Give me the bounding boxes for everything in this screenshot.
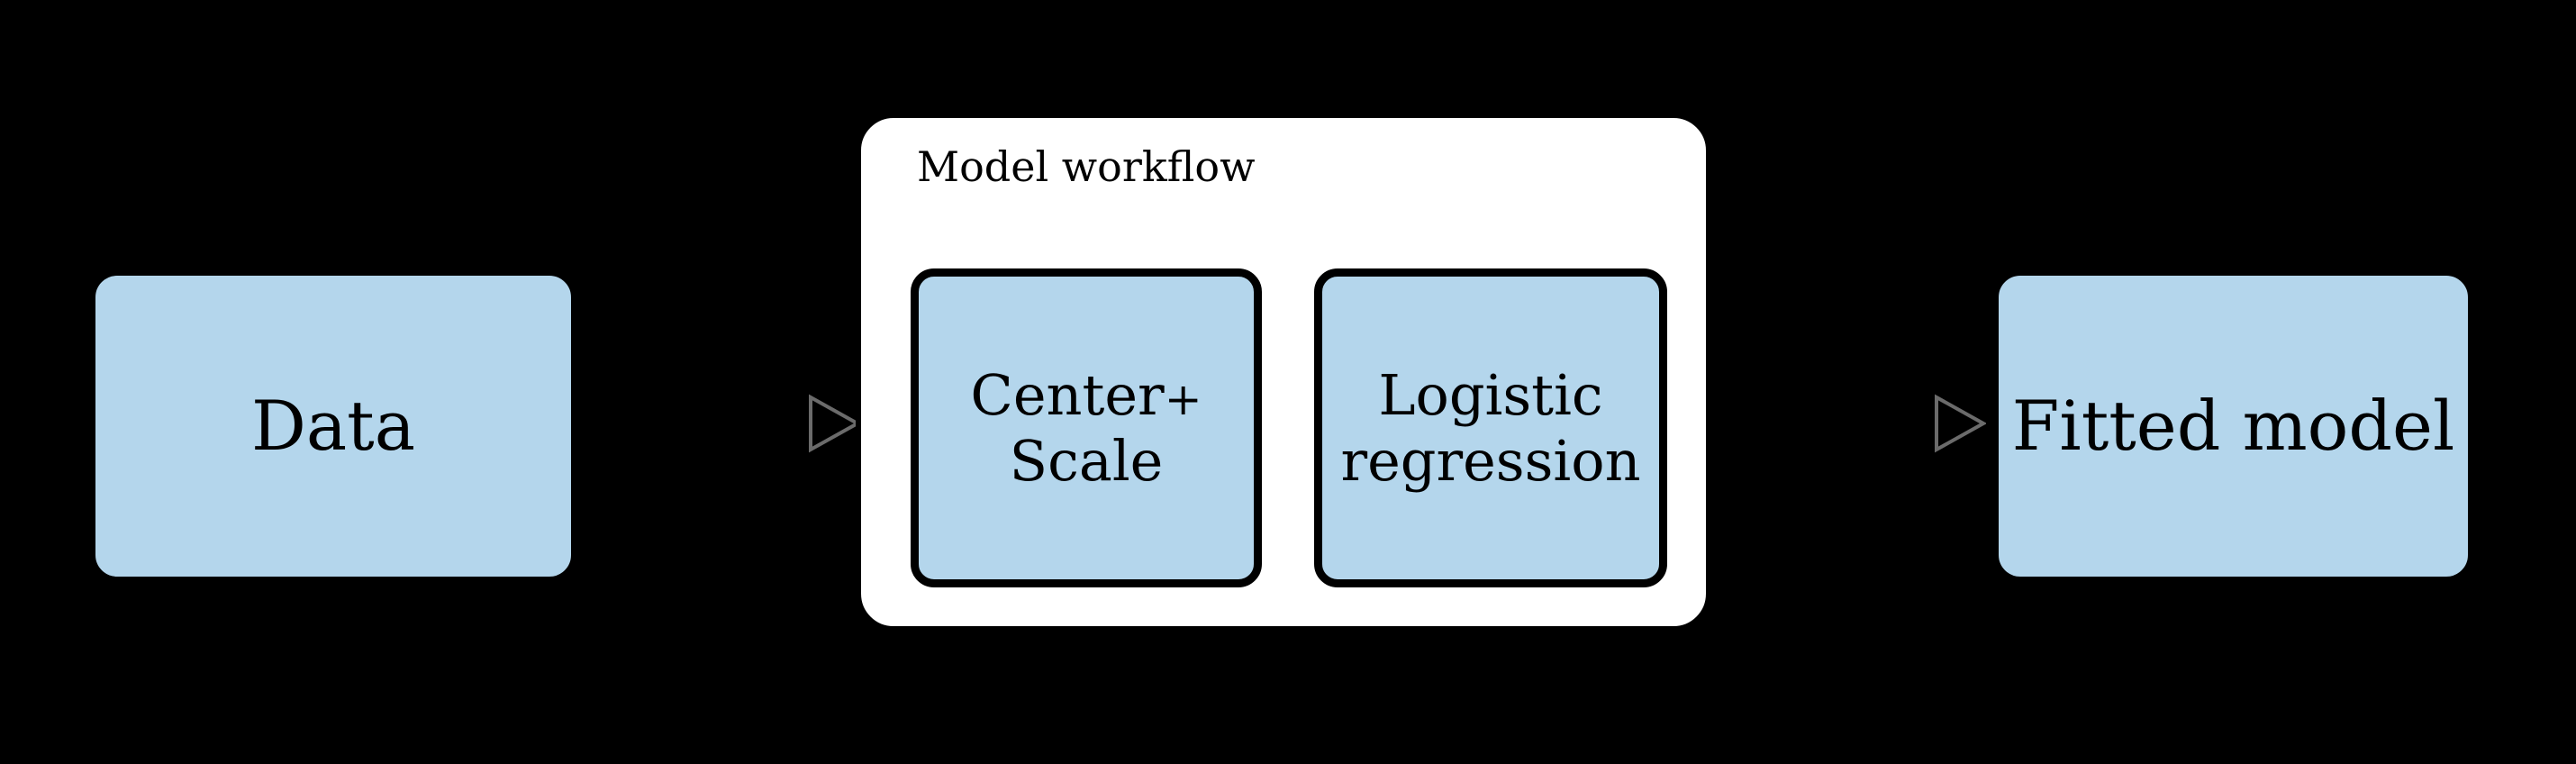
node-data-label: Data (250, 386, 416, 467)
step-logistic-regression-label: Logistic regression (1340, 362, 1640, 494)
triangle-right-icon (809, 394, 862, 453)
arrow-right-icon-workflow-to-fitted (1932, 394, 1988, 453)
step-center-scale-plus: + (1164, 372, 1202, 425)
step-logistic-regression[interactable]: Logistic regression (1314, 268, 1667, 587)
step-center-scale-line1: Center (970, 361, 1165, 428)
step-center-scale[interactable]: Center+ Scale (911, 268, 1262, 587)
node-data[interactable]: Data (90, 270, 576, 582)
step-logistic-regression-line1: Logistic (1378, 361, 1603, 428)
arrow-right-icon-data-to-workflow (806, 394, 862, 453)
step-center-scale-label: Center+ Scale (970, 362, 1202, 494)
workflow-container[interactable]: Model workflow Center+ Scale Logistic re… (856, 113, 1711, 632)
node-fitted-model-label: Fitted model (2011, 386, 2455, 467)
workflow-title: Model workflow (917, 142, 1256, 191)
step-logistic-regression-line2: regression (1340, 428, 1641, 494)
step-center-scale-line2: Scale (1009, 428, 1164, 494)
node-fitted-model[interactable]: Fitted model (1993, 270, 2473, 582)
triangle-right-icon (1935, 394, 1988, 453)
